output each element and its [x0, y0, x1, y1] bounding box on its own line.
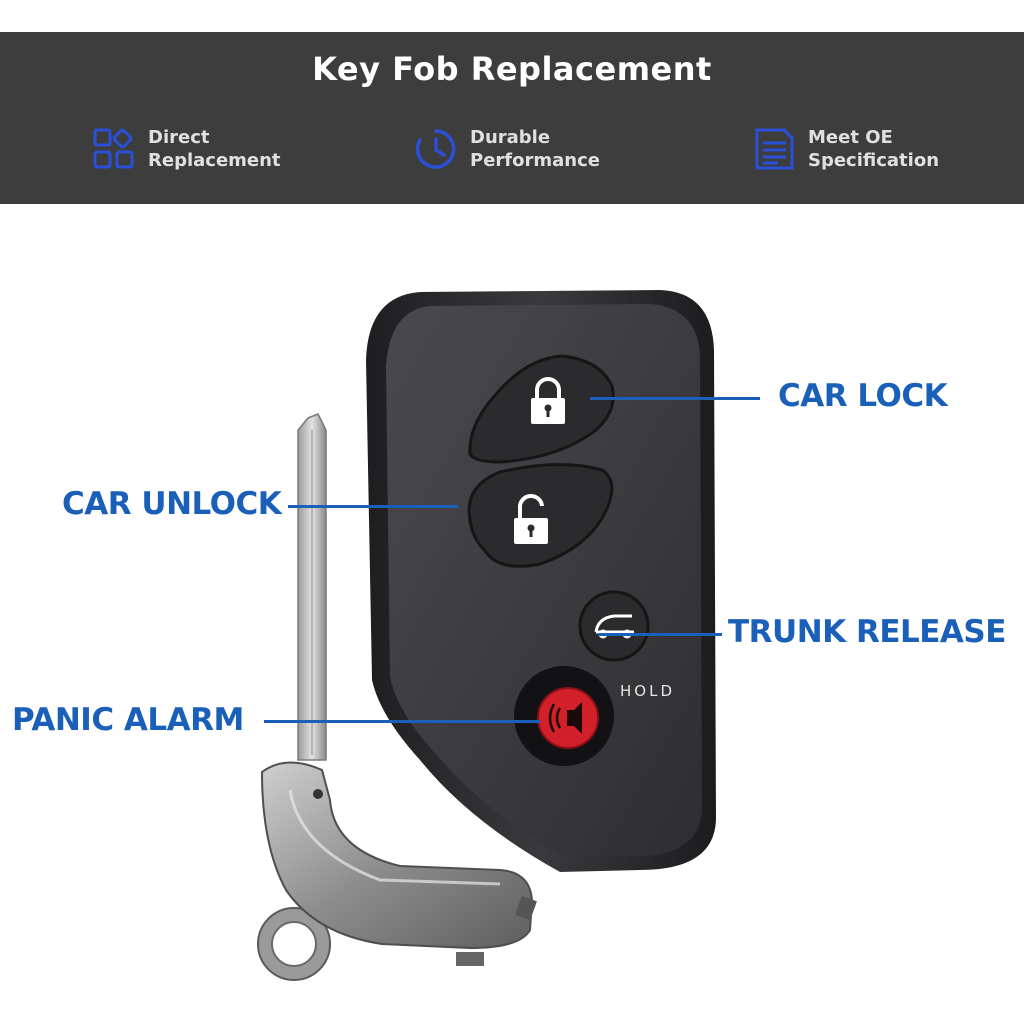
fob-body	[366, 290, 716, 872]
feature-durable-performance: Durable Performance	[414, 124, 600, 174]
panic-alarm-button[interactable]	[514, 666, 614, 766]
feature-line2: Replacement	[148, 150, 281, 171]
panic-alarm-pointer	[264, 720, 540, 723]
car-unlock-pointer	[288, 505, 458, 508]
trunk-release-button[interactable]	[578, 590, 650, 662]
lock-icon	[531, 377, 565, 424]
feature-line2: Performance	[470, 150, 600, 171]
feature-line1: Direct	[148, 127, 210, 148]
trunk-release-label: TRUNK RELEASE	[728, 614, 1006, 650]
panic-alarm-label: PANIC ALARM	[12, 702, 244, 738]
feature-line2: Specification	[808, 150, 940, 171]
key-blade	[297, 413, 327, 761]
feature-direct-replacement: Direct Replacement	[92, 124, 281, 174]
trunk-release-pointer	[598, 633, 722, 636]
car-lock-pointer	[590, 397, 760, 400]
clock-icon	[415, 129, 456, 169]
car-lock-label: CAR LOCK	[778, 378, 948, 414]
feature-line1: Meet OE	[808, 127, 893, 148]
hold-label: HOLD	[620, 682, 675, 700]
document-icon	[755, 128, 794, 170]
feature-meet-oe: Meet OE Specification	[752, 124, 939, 174]
panic-icon	[548, 702, 582, 734]
feature-line1: Durable	[470, 127, 551, 148]
lock-button[interactable]	[468, 354, 615, 464]
banner-title: Key Fob Replacement	[312, 50, 712, 88]
unlock-icon	[514, 493, 548, 544]
key-head	[257, 761, 537, 981]
header-banner: Key Fob Replacement Direct Replacement D…	[0, 32, 1024, 204]
unlock-button[interactable]	[467, 462, 614, 568]
grid-icon	[93, 128, 134, 169]
car-unlock-label: CAR UNLOCK	[62, 486, 282, 522]
